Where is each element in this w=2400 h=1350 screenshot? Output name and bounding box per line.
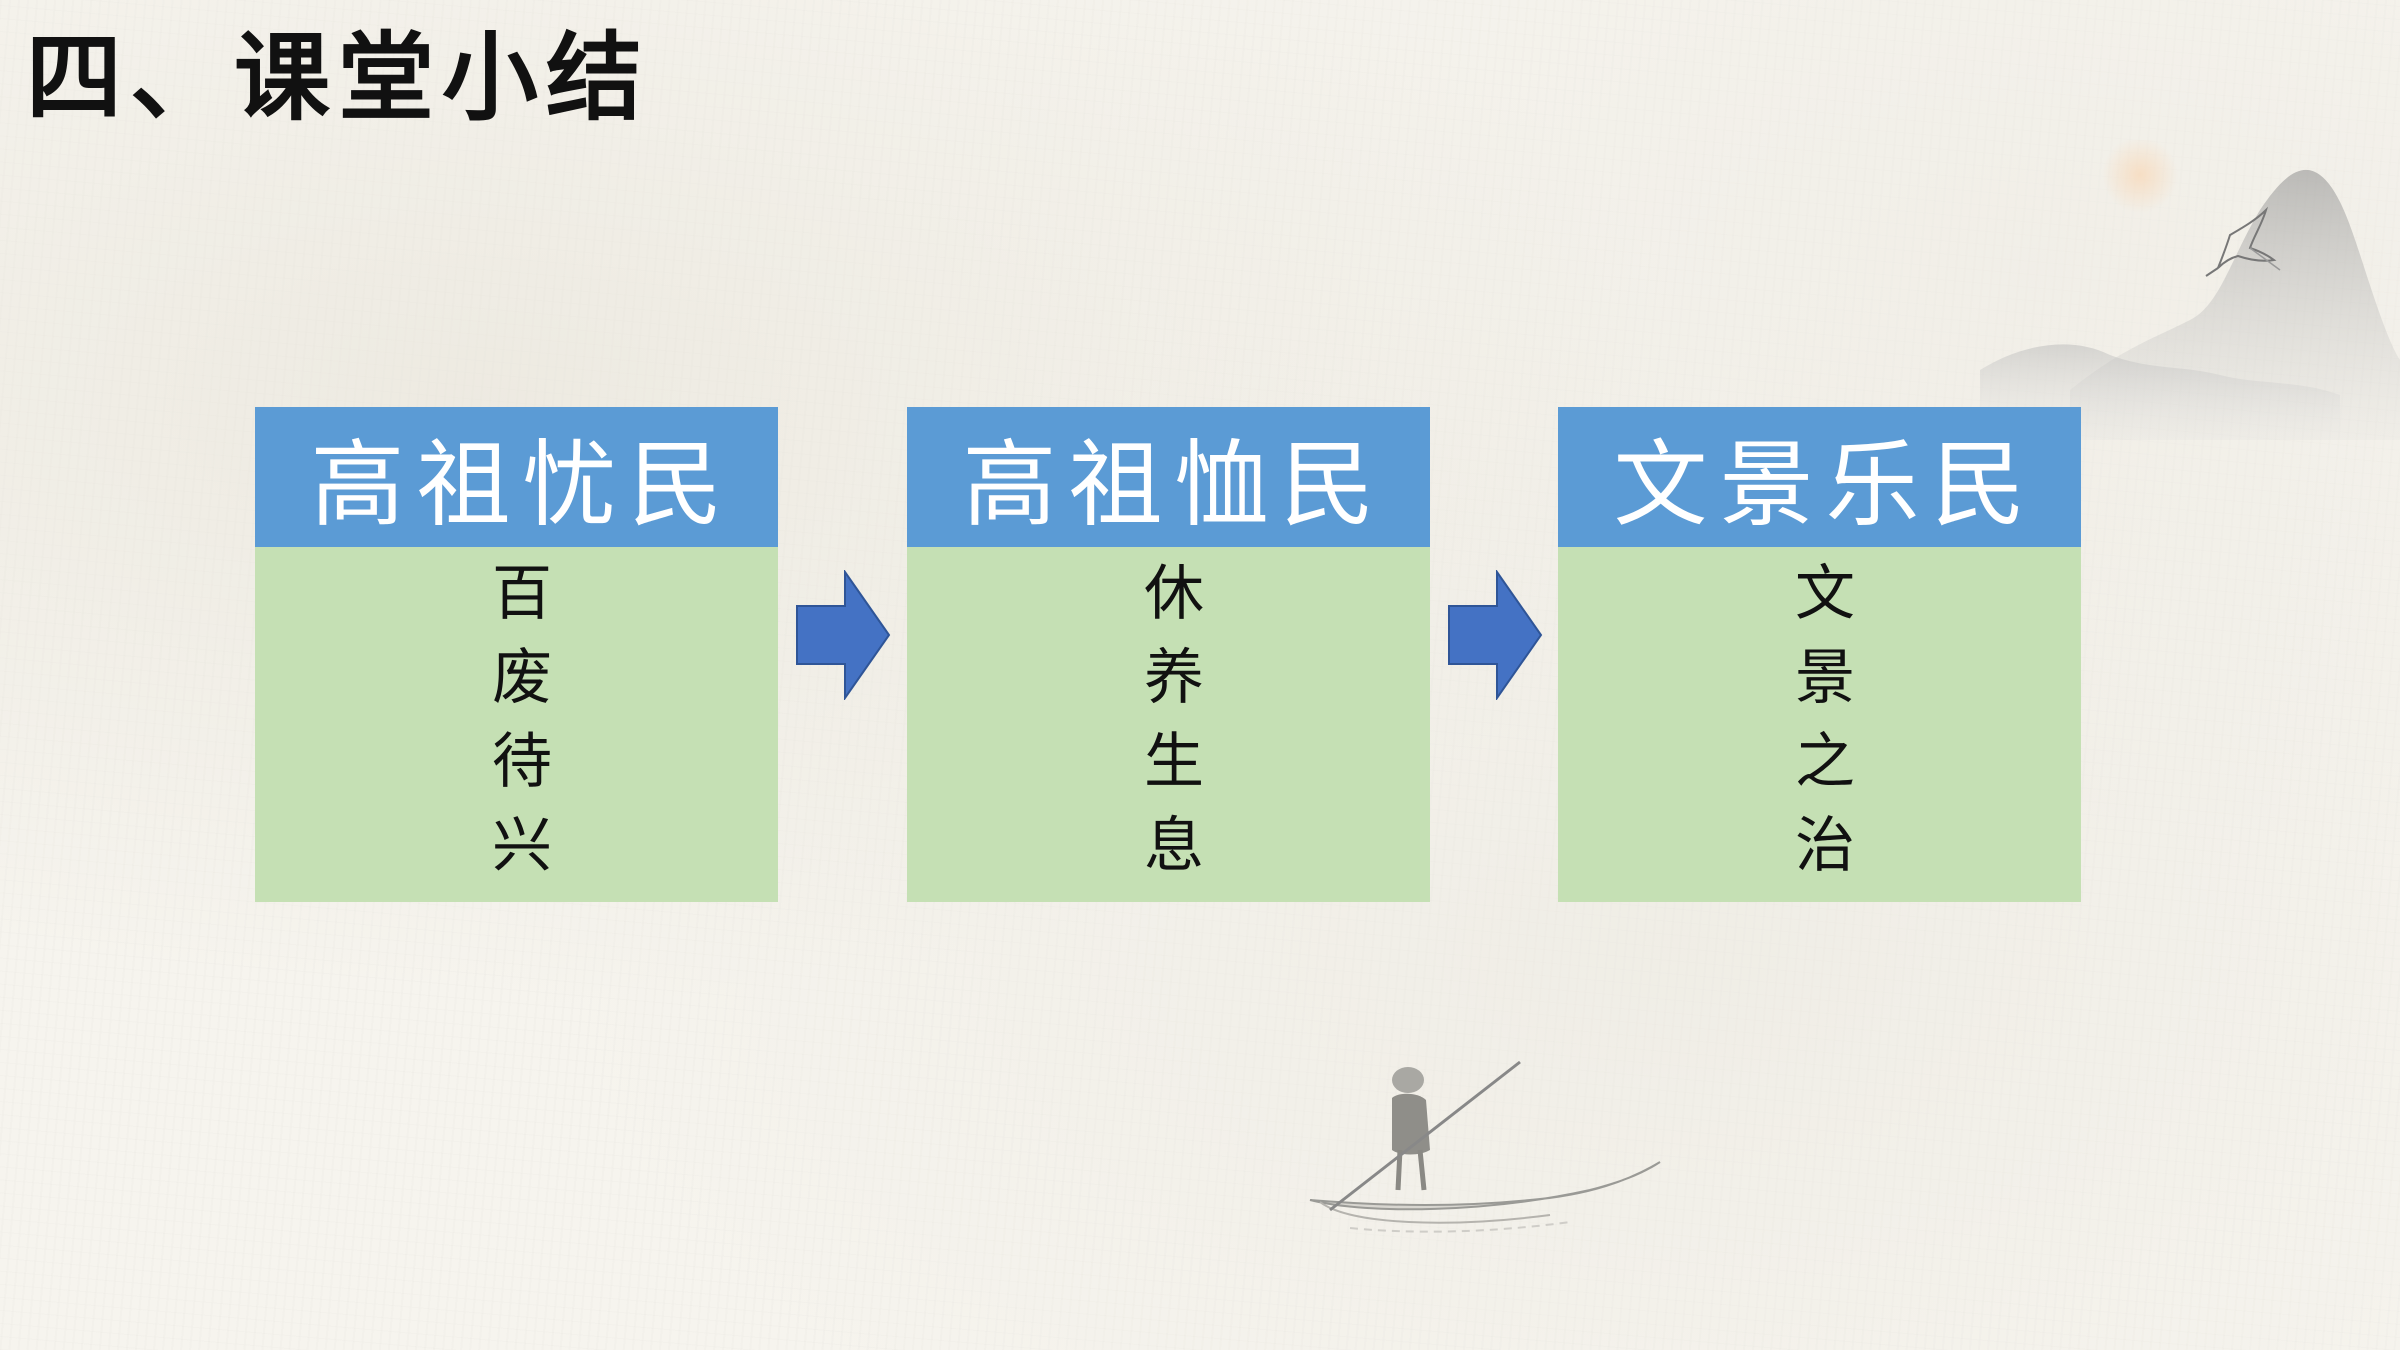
card-header-text: 高祖忧民 (310, 431, 735, 540)
card-body-text: 休养生息 (1133, 561, 1204, 897)
ink-fishing-boat-icon (1309, 1060, 1661, 1233)
card-header: 文景乐民 (1558, 407, 2081, 547)
card-body-text: 百废待兴 (481, 561, 552, 897)
card-header: 高祖忧民 (255, 407, 778, 547)
summary-card-3: 文景乐民 文景之治 (1558, 407, 2081, 902)
card-body: 文景之治 (1558, 547, 2081, 902)
card-body: 休养生息 (907, 547, 1430, 902)
card-body: 百废待兴 (255, 547, 778, 902)
page-title: 四、课堂小结 (26, 21, 650, 134)
card-header: 高祖恤民 (907, 407, 1430, 547)
card-header-text: 高祖恤民 (962, 431, 1387, 540)
right-arrow-icon (1448, 570, 1543, 700)
right-arrow-icon (796, 570, 891, 700)
card-header-text: 文景乐民 (1613, 431, 2038, 540)
summary-card-2: 高祖恤民 休养生息 (907, 407, 1430, 902)
summary-card-1: 高祖忧民 百废待兴 (255, 407, 778, 902)
card-body-text: 文景之治 (1784, 561, 1855, 897)
ink-mountain-crane-icon (1980, 140, 2400, 440)
